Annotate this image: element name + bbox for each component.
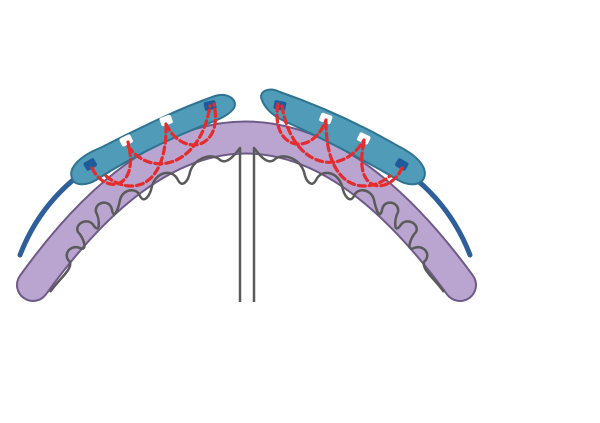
left-suture-loops [90,102,218,188]
light-anchor-left-2 [159,114,173,127]
brain-left-hemisphere-outline [48,146,242,302]
suture-right-2 [280,104,366,164]
brain-right-hemisphere-outline [252,146,446,302]
suture-left-2 [104,120,168,188]
right-suture-loops [275,102,404,188]
suture-left-4 [164,102,218,147]
suture-right-3 [324,120,392,188]
suture-right-1 [275,102,328,146]
bone-band [18,122,475,300]
dark-anchor-left-outer [83,158,97,171]
suture-right-4 [360,140,404,188]
suture-left-3 [126,104,212,166]
dark-anchor-right-outer [395,158,409,171]
